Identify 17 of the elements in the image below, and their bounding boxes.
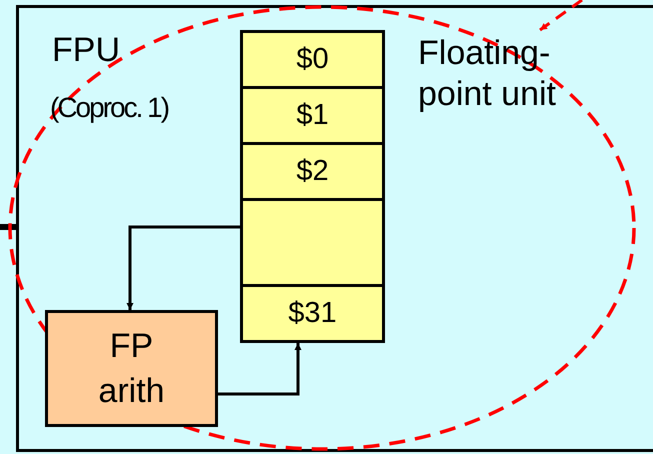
- arrow: [126, 226, 240, 310]
- unit-title: FPU: [52, 33, 120, 69]
- unit-label: FP arith: [97, 326, 166, 412]
- register-name: $31: [288, 296, 337, 331]
- arithmetic-unit-box: [45, 310, 218, 427]
- register-cell: [240, 142, 385, 201]
- register-name: $2: [296, 154, 329, 189]
- arrow: [218, 343, 302, 396]
- register-cell: [240, 198, 385, 287]
- register-name: $0: [296, 42, 329, 77]
- register-name: $1: [296, 98, 329, 133]
- register-cell: [240, 30, 385, 89]
- unit-subtitle: (Coproc. 1): [50, 93, 168, 122]
- register-cell: [240, 86, 385, 145]
- unit-description: Floating-point unit: [418, 33, 557, 115]
- connector-line: [0, 224, 16, 230]
- register-cell: [240, 284, 385, 343]
